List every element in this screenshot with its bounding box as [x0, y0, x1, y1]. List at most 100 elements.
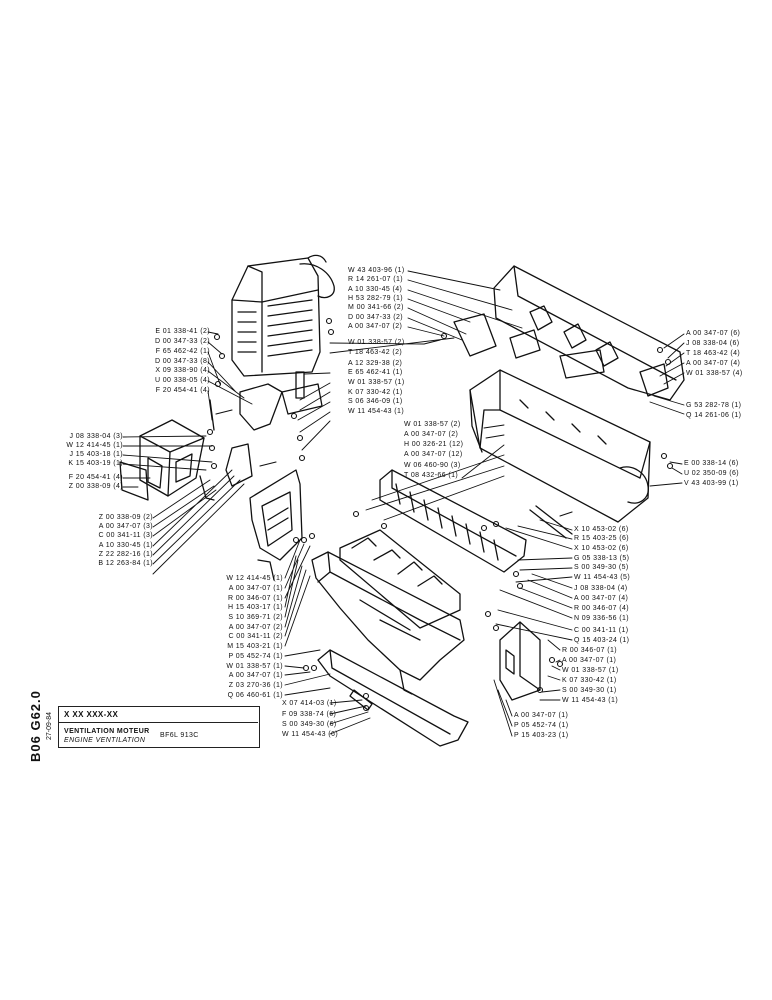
engine-model: BF6L 913C — [160, 732, 199, 739]
part-label: J 08 338-04 (3) — [69, 433, 123, 440]
cooler-brackets — [199, 371, 323, 501]
part-label: M 00 341-66 (2) — [348, 304, 404, 311]
part-label: W 01 338-57 (4) — [686, 370, 743, 377]
bottom-channel — [317, 649, 469, 747]
air-duct-box — [119, 419, 205, 501]
part-label: G 53 282-78 (1) — [686, 402, 742, 409]
leader-lines — [122, 270, 685, 737]
part-label: T 18 463-42 (4) — [686, 350, 741, 357]
part-label: R 14 261-07 (1) — [348, 276, 404, 283]
part-label: W 01 338-57 (2) — [348, 339, 405, 346]
part-label: A 00 347-07 (1) — [514, 712, 569, 719]
part-label: A 10 330-45 (4) — [348, 286, 403, 293]
fasteners — [206, 317, 674, 712]
part-label: F 20 454-41 (4) — [155, 387, 210, 394]
sheet-code: B06 G62.0 — [28, 690, 43, 762]
part-label: X 10 453-02 (6) — [574, 526, 629, 533]
part-label: D 00 347-33 (2) — [154, 338, 210, 345]
part-label: A 00 347-07 (1) — [562, 657, 617, 664]
part-label: Q 15 403-24 (1) — [574, 637, 630, 644]
finned-cowl — [339, 529, 461, 629]
part-label: Z 22 282-16 (1) — [98, 551, 153, 558]
oil-cooler — [231, 254, 335, 377]
part-label: W 01 338-57 (1) — [348, 379, 405, 386]
small-bracket — [499, 621, 541, 701]
part-label: X 07 414-03 (1) — [282, 700, 337, 707]
part-label: R 00 346-07 (4) — [574, 605, 630, 612]
part-label: E 65 462-41 (1) — [348, 369, 403, 376]
part-label: W 43 403-96 (1) — [348, 267, 405, 274]
part-label: C 00 341-11 (2) — [228, 633, 283, 640]
part-label: E 00 338-14 (6) — [684, 460, 739, 467]
part-label: S 00 349-30 (1) — [562, 687, 617, 694]
part-label: F 65 462-42 (1) — [155, 348, 210, 355]
part-label: C 00 341-11 (1) — [574, 627, 629, 634]
part-label: U 02 350-09 (6) — [684, 470, 740, 477]
part-label: E 01 338-41 (2) — [155, 328, 210, 335]
title-ref-number: X XX XXX-XX — [64, 710, 119, 719]
part-label: Q 14 261-06 (1) — [686, 412, 742, 419]
title-english: ENGINE VENTILATION — [64, 737, 146, 744]
title-block-divider — [58, 722, 258, 723]
part-label: S 06 346-09 (1) — [348, 398, 403, 405]
part-label: S 10 369-71 (2) — [228, 614, 283, 621]
part-label: W 11 454-43 (6) — [282, 731, 339, 738]
part-label: A 12 329-38 (2) — [348, 360, 403, 367]
part-label: A 00 347-07 (6) — [686, 330, 741, 337]
part-label: A 00 347-07 (1) — [228, 585, 283, 592]
side-plates — [453, 313, 669, 397]
part-label: W 06 460-90 (3) — [404, 462, 461, 469]
part-label: N 09 336-56 (1) — [574, 615, 630, 622]
part-label: S 00 349-30 (6) — [282, 721, 337, 728]
part-label: P 05 452-74 (1) — [514, 722, 569, 729]
part-label: J 15 403-18 (1) — [69, 451, 123, 458]
part-label: P 05 452-74 (1) — [228, 653, 283, 660]
part-label: J 08 338-04 (6) — [686, 340, 740, 347]
part-label: R 00 346-07 (1) — [562, 647, 618, 654]
sheet-date: 27-09-84 — [46, 711, 53, 740]
part-label: H 15 403-17 (1) — [227, 604, 283, 611]
part-label: A 10 330-45 (1) — [98, 542, 153, 549]
part-label: A 00 347-07 (4) — [574, 595, 629, 602]
title-french: VENTILATION MOTEUR — [64, 728, 150, 735]
part-label: W 01 338-57 (1) — [226, 663, 283, 670]
title-block — [58, 706, 260, 748]
part-label: A 00 347-07 (2) — [348, 323, 403, 330]
part-label: A 00 347-07 (2) — [404, 431, 459, 438]
part-label: A 00 347-07 (1) — [228, 672, 283, 679]
part-label: X 10 453-02 (6) — [574, 545, 629, 552]
part-label: A 00 347-07 (12) — [404, 451, 463, 458]
part-label: U 00 338-05 (4) — [154, 377, 210, 384]
part-label: W 12 414-45 (1) — [66, 442, 123, 449]
part-label: B 12 263-84 (1) — [98, 560, 153, 567]
part-label: W 01 338-57 (1) — [562, 667, 619, 674]
part-label: W 11 454-43 (5) — [574, 574, 631, 581]
part-label: K 07 330-42 (1) — [348, 389, 403, 396]
top-cover — [493, 265, 685, 401]
part-label: T 08 432-66 (1) — [404, 472, 459, 479]
part-label: Z 03 270-36 (1) — [228, 682, 283, 689]
part-label: Q 06 460-61 (1) — [227, 692, 283, 699]
part-label: R 00 346-07 (1) — [227, 595, 283, 602]
part-label: D 00 347-33 (8) — [154, 358, 210, 365]
part-label: S 00 349-30 (5) — [574, 564, 629, 571]
part-label: W 11 454-43 (1) — [562, 697, 619, 704]
part-label: M 15 403-21 (1) — [227, 643, 283, 650]
air-guide-housing — [311, 551, 465, 695]
part-label: Z 00 338-09 (4) — [68, 483, 123, 490]
part-label: F 20 454-41 (4) — [68, 474, 123, 481]
part-label: X 09 338-90 (4) — [155, 367, 210, 374]
part-label: H 00 326-21 (12) — [404, 441, 464, 448]
part-label: J 08 338-04 (4) — [574, 585, 628, 592]
part-label: T 18 463-42 (2) — [348, 349, 403, 356]
part-label: D 00 347-33 (2) — [348, 314, 404, 321]
part-label: G 05 338-13 (5) — [574, 555, 630, 562]
spacer-tube — [529, 505, 573, 539]
part-label: F 09 338-74 (6) — [282, 711, 337, 718]
part-label: A 00 347-07 (2) — [228, 624, 283, 631]
part-label: K 07 330-42 (1) — [562, 677, 617, 684]
main-frame-trough — [469, 369, 651, 523]
part-label: Z 00 338-09 (2) — [98, 514, 153, 521]
